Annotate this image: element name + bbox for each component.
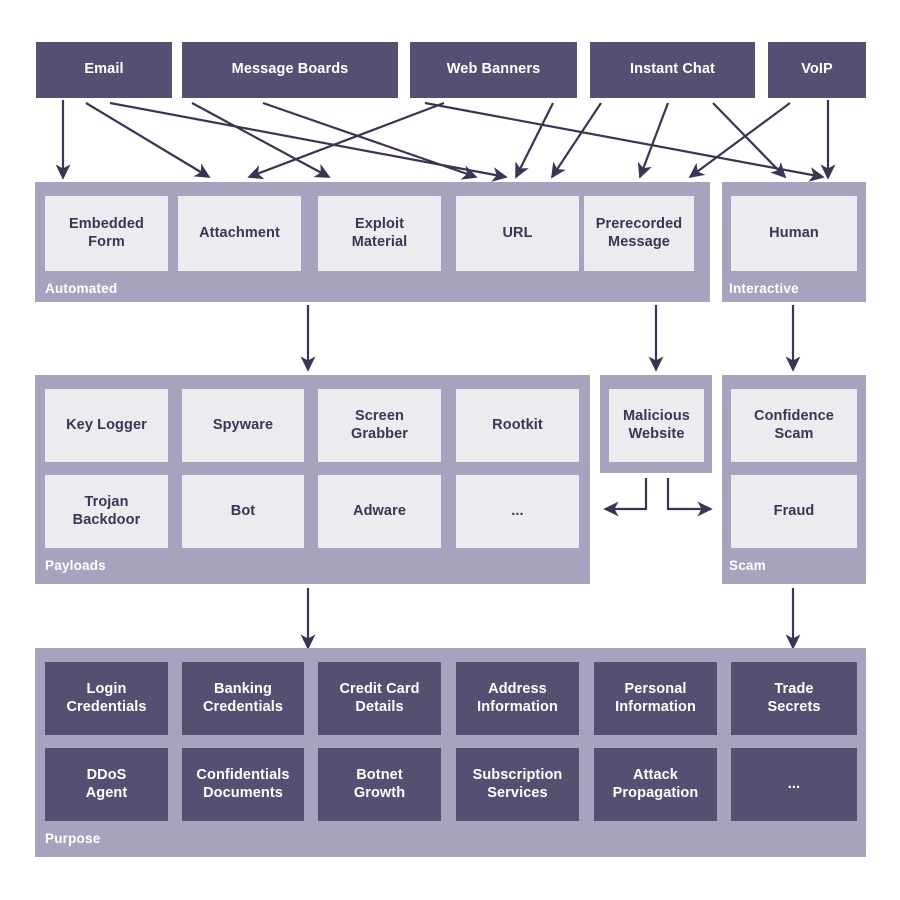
purpose-address-information[interactable]: Address Information [456,662,579,735]
edge-email-exploit-material [85,102,211,178]
purpose-trade-secrets-label: Trade Secrets [767,680,821,715]
payload-key-logger-label: Key Logger [66,416,147,433]
purpose-banking-credentials-label: Banking Credentials [202,680,284,715]
payload-spyware-label: Spyware [212,416,274,433]
delivery-prerecorded-message-label: Prerecorded Message [595,215,683,250]
payload-rootkit[interactable]: Rootkit [456,389,579,462]
payload-spyware[interactable]: Spyware [182,389,304,462]
payload-screen-grabber[interactable]: Screen Grabber [318,389,441,462]
malicious-website[interactable]: Malicious Website [609,389,704,462]
payload-bot-label: Bot [230,502,256,519]
payload-more[interactable]: ... [456,475,579,548]
delivery-url-label: URL [502,224,533,241]
purpose-confidentials-documents-label: Confidentials Documents [196,766,290,801]
purpose-trade-secrets[interactable]: Trade Secrets [731,662,857,735]
purpose-attack-propagation[interactable]: Attack Propagation [594,748,717,821]
edge-web-banners-url [515,102,554,179]
scam-fraud-label: Fraud [773,502,815,519]
purpose-subscription-services[interactable]: Subscription Services [456,748,579,821]
purpose-more-label: ... [787,775,801,792]
purpose-credit-card-details[interactable]: Credit Card Details [318,662,441,735]
vector-email[interactable]: Email [36,42,172,98]
purpose-login-credentials-label: Login Credentials [66,680,147,715]
edge-voip-prerecorded [688,102,791,179]
payload-adware-label: Adware [353,502,406,519]
vector-web-banners-label: Web Banners [446,61,541,78]
scam-fraud[interactable]: Fraud [731,475,857,548]
purpose-login-credentials[interactable]: Login Credentials [45,662,168,735]
payload-rootkit-label: Rootkit [492,416,543,433]
delivery-human-label: Human [769,224,819,241]
delivery-attachment[interactable]: Attachment [178,196,301,271]
delivery-url[interactable]: URL [456,196,579,271]
payload-trojan-backdoor-label: Trojan Backdoor [72,493,141,528]
purpose-subscription-services-label: Subscription Services [472,766,563,801]
vector-voip-label: VoIP [801,61,833,78]
purpose-confidentials-documents[interactable]: Confidentials Documents [182,748,304,821]
vector-web-banners[interactable]: Web Banners [410,42,577,98]
purpose-attack-propagation-label: Attack Propagation [612,766,699,801]
edge-instant-chat-human [712,102,787,179]
purpose-more[interactable]: ... [731,748,857,821]
vector-instant-chat[interactable]: Instant Chat [590,42,755,98]
payload-trojan-backdoor[interactable]: Trojan Backdoor [45,475,168,548]
delivery-embedded-form[interactable]: Embedded Form [45,196,168,271]
scam-confidence-scam-label: Confidence Scam [754,407,834,442]
band-interactive-label: Interactive [729,281,799,296]
delivery-exploit-material[interactable]: Exploit Material [318,196,441,271]
delivery-human[interactable]: Human [731,196,857,271]
edge-message-boards-url [191,102,331,178]
malicious-website-label: Malicious Website [623,407,690,442]
purpose-ddos-agent[interactable]: DDoS Agent [45,748,168,821]
payload-bot[interactable]: Bot [182,475,304,548]
purpose-address-information-label: Address Information [477,680,558,715]
payload-key-logger[interactable]: Key Logger [45,389,168,462]
vector-message-boards-label: Message Boards [231,61,349,78]
vector-message-boards[interactable]: Message Boards [182,42,398,98]
edge-instant-chat-url [551,102,602,179]
delivery-prerecorded-message[interactable]: Prerecorded Message [584,196,694,271]
purpose-botnet-growth-label: Botnet Growth [353,766,406,801]
band-purpose-label: Purpose [45,831,101,846]
edge-malicious-website-payloads [603,478,648,517]
edge-malicious-website-scam [666,478,713,517]
edge-email-url [109,101,508,182]
purpose-ddos-agent-label: DDoS Agent [85,766,128,801]
edge-web-banners-human [424,101,825,182]
vector-instant-chat-label: Instant Chat [630,61,715,78]
vector-voip[interactable]: VoIP [768,42,866,98]
purpose-personal-information-label: Personal Information [615,680,696,715]
band-scam-label: Scam [729,558,766,573]
scam-confidence-scam[interactable]: Confidence Scam [731,389,857,462]
vector-email-label: Email [84,61,124,78]
payload-more-label: ... [511,502,524,519]
band-payloads-label: Payloads [45,558,106,573]
delivery-exploit-material-label: Exploit Material [351,215,408,250]
edge-message-boards-exploit-material [247,101,445,180]
band-purpose [35,648,866,857]
payload-screen-grabber-label: Screen Grabber [350,407,409,442]
purpose-banking-credentials[interactable]: Banking Credentials [182,662,304,735]
band-automated-label: Automated [45,281,118,296]
edge-instant-chat-prerecorded [637,102,670,179]
purpose-botnet-growth[interactable]: Botnet Growth [318,748,441,821]
delivery-embedded-form-label: Embedded Form [69,215,144,250]
purpose-credit-card-details-label: Credit Card Details [339,680,420,715]
delivery-attachment-label: Attachment [199,224,280,241]
edge-message-boards-attachment [262,101,478,180]
purpose-personal-information[interactable]: Personal Information [594,662,717,735]
payload-adware[interactable]: Adware [318,475,441,548]
